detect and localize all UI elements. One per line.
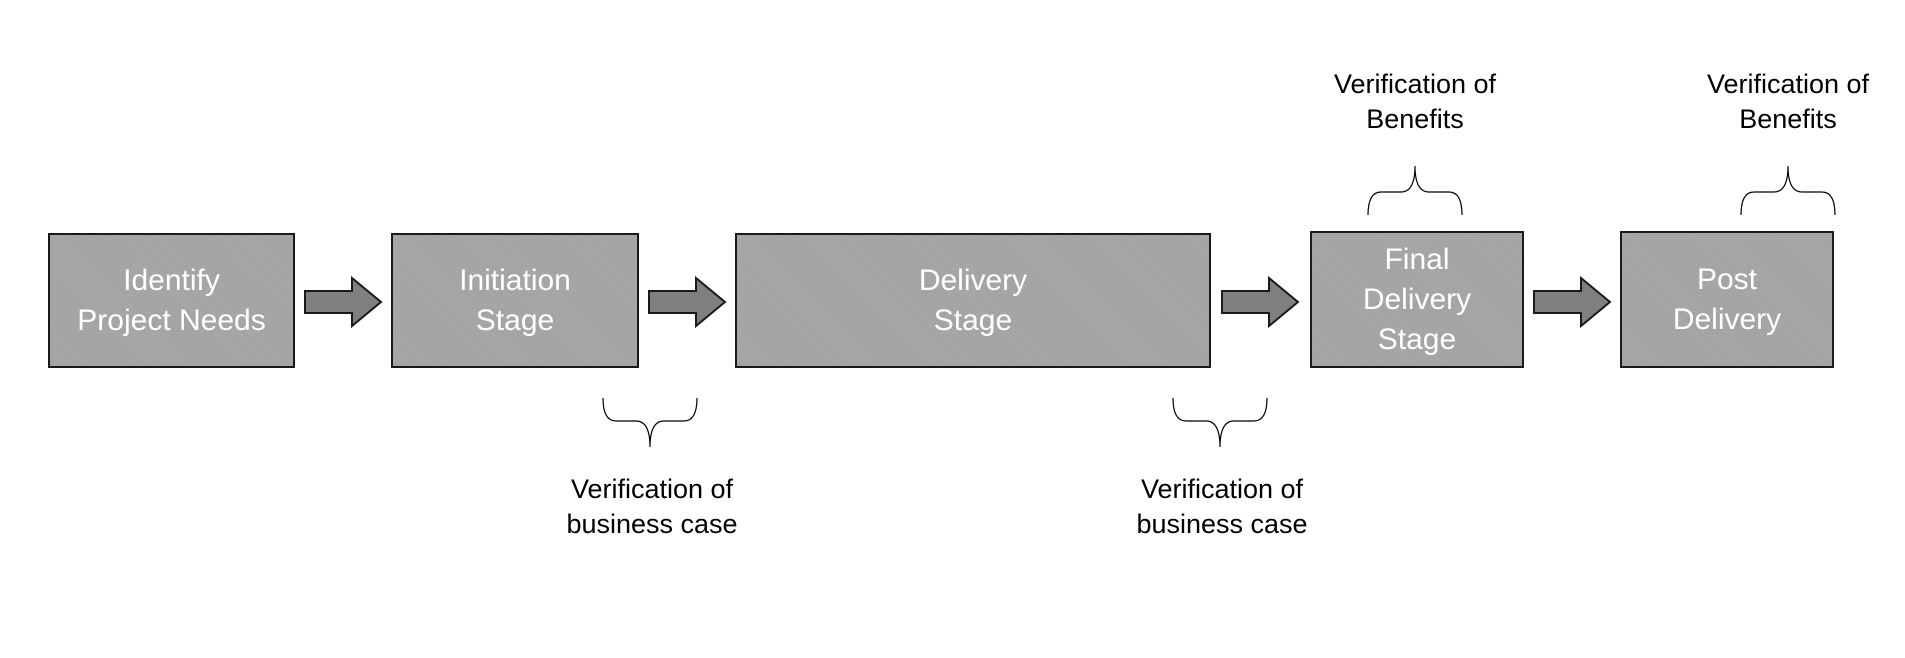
arrow-right-icon [304,275,383,329]
stage-label: Final Delivery Stage [1362,242,1472,356]
arrow-right-icon [1221,275,1300,329]
stage-label: Delivery Stage [918,263,1028,337]
annotation-verification-benefits-final: Verification of Benefits [1333,69,1497,134]
stage-initiation: Initiation Stage [391,233,639,368]
arrow-right-icon [1533,275,1612,329]
stage-label: Initiation Stage [459,263,571,337]
stage-delivery: Delivery Stage [735,233,1211,368]
arrow-right-icon [648,275,727,329]
annotation-verification-business-case-delivery: Verification of business case [1136,474,1308,539]
brace-up-icon [1367,165,1463,216]
stage-label: Post Delivery [1672,262,1782,336]
stage-post-delivery: Post Delivery [1620,231,1834,368]
stage-label: Identify Project Needs [77,263,266,337]
brace-up-icon [1740,165,1836,216]
annotation-verification-benefits-post: Verification of Benefits [1706,69,1870,134]
stage-final-delivery: Final Delivery Stage [1310,231,1524,368]
brace-down-icon [1172,397,1268,448]
stage-identify-project-needs: Identify Project Needs [48,233,295,368]
annotation-verification-business-case-initiation: Verification of business case [566,474,738,539]
brace-down-icon [602,397,698,448]
